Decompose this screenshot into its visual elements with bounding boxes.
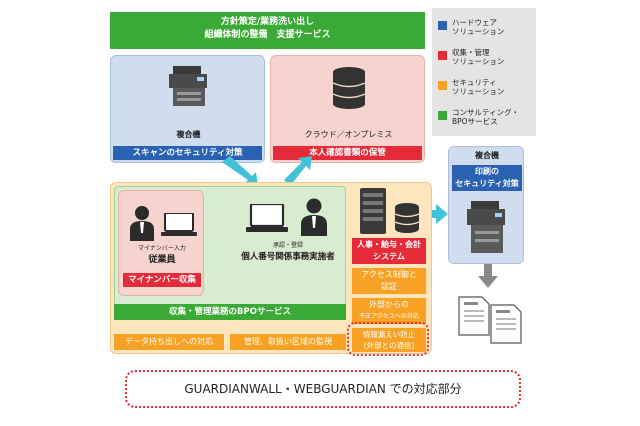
print-security-title: 印刷のセキュリティ対策 <box>452 165 522 191</box>
document-icon <box>458 296 490 336</box>
print-device-label: 複合機 <box>475 151 499 160</box>
scan-security-title: スキャンのセキュリティ対策 <box>113 146 262 160</box>
mynumber-input-label: マイナンバー入力 <box>138 245 186 252</box>
cloud-onpremise-label: クラウド／オンプレミス <box>304 130 393 139</box>
scan-security-panel: 複合機 スキャンのセキュリティ対策 <box>110 55 265 163</box>
mynumber-collection-label: マイナンバー収集 <box>123 273 201 287</box>
legend-swatch-consulting <box>438 111 447 120</box>
guardian-note-text: GUARDIANWALL・WEBGUARDIAN での対応部分 <box>184 382 462 396</box>
legend-label-consulting: コンサルティング・BPOサービス <box>452 108 520 126</box>
employee-role-label: 従業員 <box>148 255 176 265</box>
legend-item-consulting: コンサルティング・BPOサービス <box>438 108 534 132</box>
staff-role-label: 個人番号関係事務実施者 <box>241 252 335 262</box>
support-services-line1: 方針策定/業務洗い出し <box>220 17 315 27</box>
system-column: 人事・給与・会計システム アクセス制御と認証 外部からの不正アクセスへの対応 情… <box>350 186 428 352</box>
legend: ハードウェアソリューション 収集・管理ソリューション セキュリティソリューション… <box>432 8 536 136</box>
area-monitoring: 管理、取扱い区域の監視 <box>230 334 346 350</box>
staff-box: 承認・登録 個人番号関係事務実施者 <box>232 190 344 290</box>
legend-label-security: セキュリティソリューション <box>452 78 505 96</box>
print-security-panel: 複合機 印刷のセキュリティ対策 <box>448 146 524 264</box>
multifunction-printer-icon <box>467 201 505 253</box>
guardian-highlight-box <box>347 322 429 356</box>
arrow-staff-to-cloud <box>284 156 312 186</box>
cloud-storage-panel: クラウド／オンプレミス 本人確認書類の保管 <box>270 55 425 163</box>
legend-label-collection: 収集・管理ソリューション <box>452 48 505 66</box>
hr-payroll-system-label: 人事・給与・会計システム <box>352 238 426 264</box>
legend-swatch-hardware <box>438 21 447 30</box>
approval-registration-label: 承認・登録 <box>272 242 303 249</box>
person-icon <box>130 206 154 241</box>
legend-item-collection: 収集・管理ソリューション <box>438 48 534 72</box>
legend-label-hardware: ハードウェアソリューション <box>452 18 505 36</box>
access-control-label: アクセス制御と認証 <box>352 268 426 294</box>
multifunction-printer-icon <box>169 66 207 106</box>
support-services-bar: 方針策定/業務洗い出し 組織体制の整備 支援サービス <box>110 12 425 49</box>
legend-swatch-collection <box>438 51 447 60</box>
support-services-line2: 組織体制の整備 支援サービス <box>204 30 331 40</box>
employee-box: マイナンバー入力 従業員 マイナンバー収集 <box>118 190 204 296</box>
bpo-service-bar: 収集・管理業務のBPOサービス <box>114 304 346 320</box>
laptop-icon <box>246 204 288 232</box>
legend-item-hardware: ハードウェアソリューション <box>438 18 534 42</box>
guardian-note-box <box>125 370 521 408</box>
person-icon <box>301 198 327 236</box>
server-icon <box>360 188 386 234</box>
leak-prevention-label: 情報漏えい防止(外部との通信) <box>352 328 426 352</box>
arrow-system-to-printer <box>422 204 448 224</box>
arrow-printer-to-documents <box>478 262 498 288</box>
unauthorized-access-label: 外部からの不正アクセスへの対応 <box>352 298 426 324</box>
laptop-icon <box>161 213 197 236</box>
scan-device-label: 複合機 <box>176 130 201 139</box>
document-icon <box>490 304 522 344</box>
database-icon <box>332 67 366 109</box>
arrow-scan-to-staff <box>222 156 258 186</box>
data-export-handling: データ持ち出しへの対応 <box>114 334 224 350</box>
legend-swatch-security <box>438 81 447 90</box>
database-icon <box>394 203 420 233</box>
legend-item-security: セキュリティソリューション <box>438 78 534 102</box>
